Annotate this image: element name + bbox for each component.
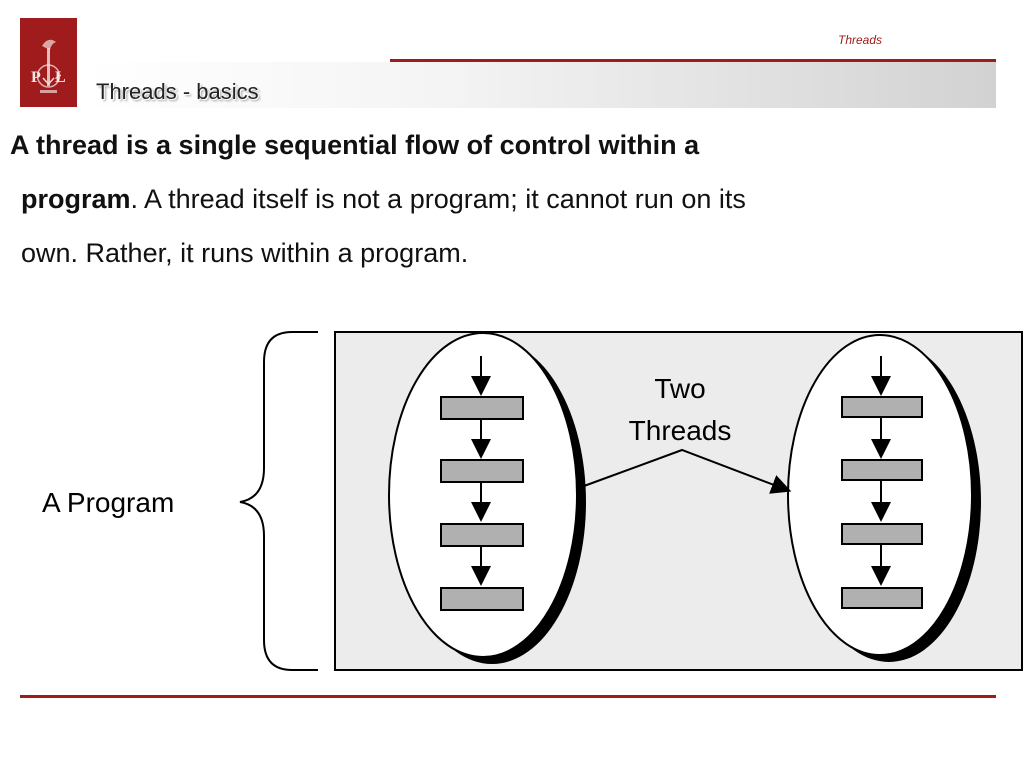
threads-label-line-2: Threads [629,415,732,446]
body-paragraph: A thread is a single sequential flow of … [10,118,970,280]
thread-right-step-4 [841,587,923,609]
header-divider [390,59,996,62]
thread-left [388,332,586,664]
thread-right-step-1 [841,396,923,418]
header-band [80,62,996,108]
university-logo: P Ł [20,18,77,107]
threads-connector [583,448,792,494]
logo-letter-left: P [31,69,41,86]
thread-diagram: A Program Two Threads [42,331,1023,671]
thread-left-step-3 [440,523,524,547]
thread-left-step-2 [440,459,524,483]
threads-label-line-1: Two [654,373,705,404]
thread-right-step-2 [841,459,923,481]
program-brace [239,331,318,671]
thread-left-oval [388,332,578,658]
thread-right-step-3 [841,523,923,545]
paragraph-line-1: A thread is a single sequential flow of … [10,118,970,172]
thread-left-step-4 [440,587,524,611]
page-title: Threads - basics [96,79,259,104]
thread-right [787,334,981,662]
paragraph-line-2-text: . A thread itself is not a program; it c… [130,184,746,214]
program-label: A Program [42,487,174,518]
paragraph-bold-word: program [21,184,131,214]
paragraph-line-3: own. Rather, it runs within a program. [21,238,469,268]
logo-letter-right: Ł [55,69,66,86]
paragraph-line-2: program. A thread itself is not a progra… [10,172,970,226]
paragraph-lead: A thread is a single sequential flow of … [10,130,700,160]
university-crest-icon: P Ł [20,18,77,107]
thread-left-step-1 [440,396,524,420]
footer-divider [20,695,996,698]
section-label: Threads [838,33,883,47]
